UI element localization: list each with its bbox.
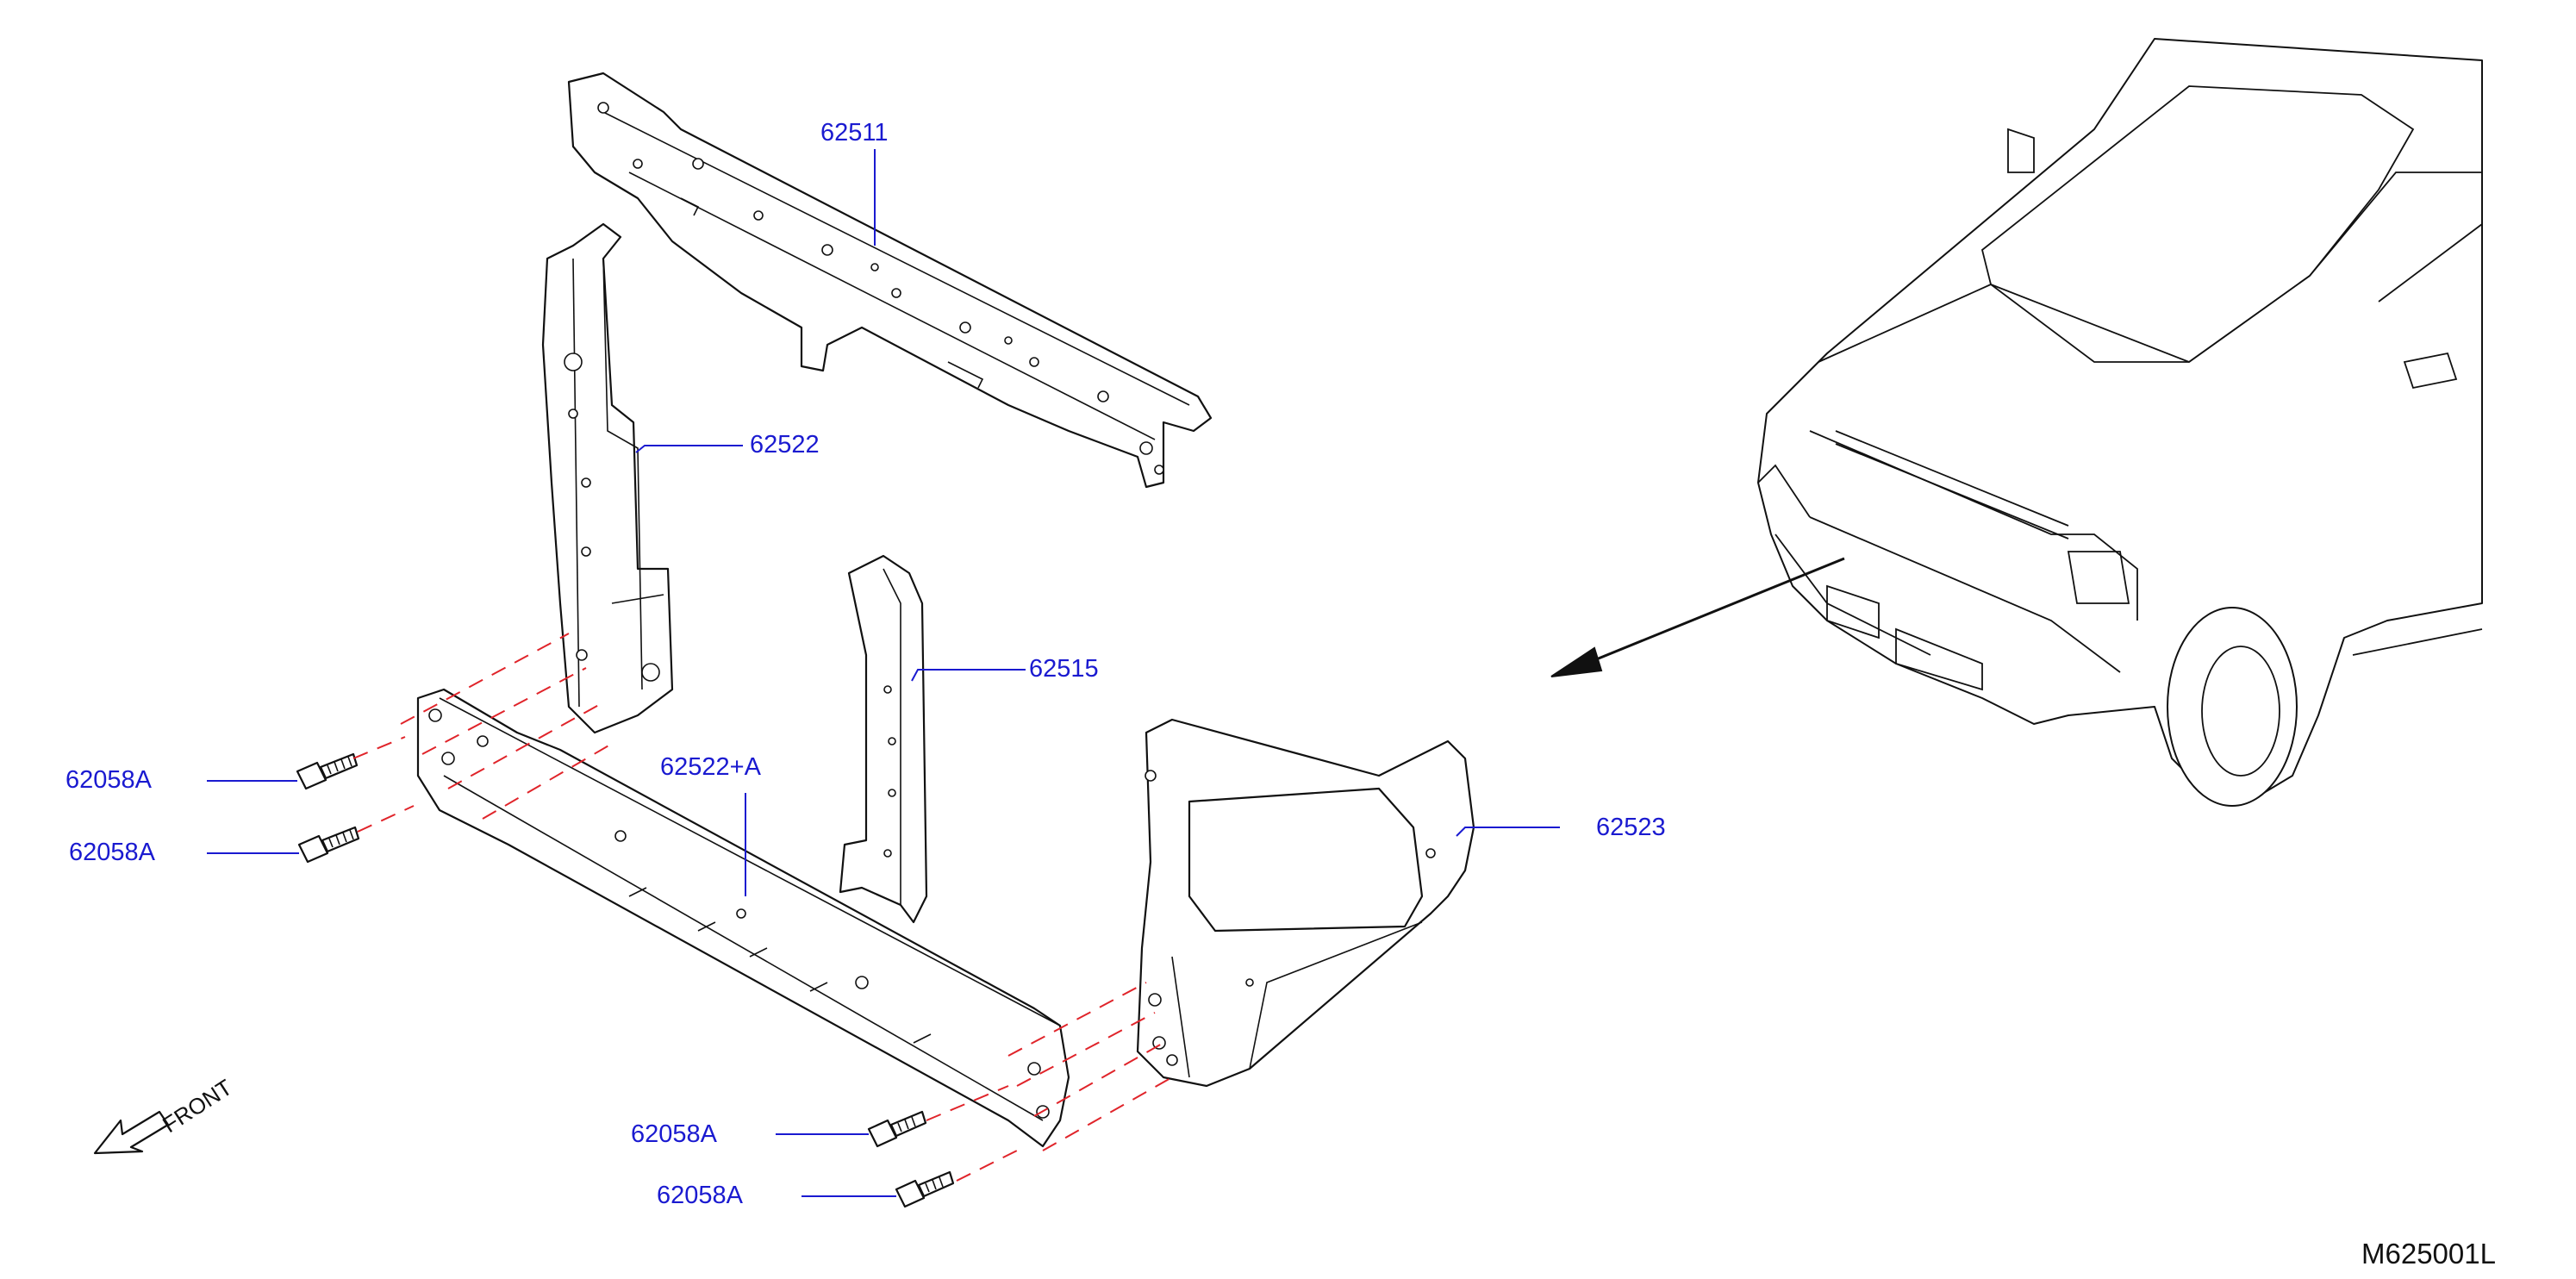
bolt-4 [895,1170,955,1208]
lower-radiator-core-support [416,688,1070,1148]
callout-62058a-3: 62058A [631,1120,717,1148]
upper-radiator-core-support [567,72,1213,489]
bolt-2 [297,826,360,864]
location-pointer-arrow [1550,557,1845,677]
bolt-3 [867,1110,927,1148]
leader-lines [207,149,1560,1197]
center-stay [839,554,928,924]
callout-62058a-4: 62058A [657,1182,743,1209]
callout-62522-a: 62522+A [660,753,761,781]
callout-62515: 62515 [1029,655,1099,683]
callout-62058a-1: 62058A [65,766,152,794]
right-side-support [1136,718,1475,1088]
callout-62523: 62523 [1596,814,1666,841]
front-arrow-icon [93,1110,170,1155]
bolt-1 [296,752,359,790]
fastener-alignment-lines [352,633,1173,1182]
callout-62511: 62511 [820,119,889,147]
diagram-reference-code: M625001L [2361,1238,2496,1270]
left-side-support [541,222,674,734]
callout-62522: 62522 [750,431,820,459]
callout-62058a-2: 62058A [69,839,155,866]
vehicle-location-view [1757,38,2483,807]
